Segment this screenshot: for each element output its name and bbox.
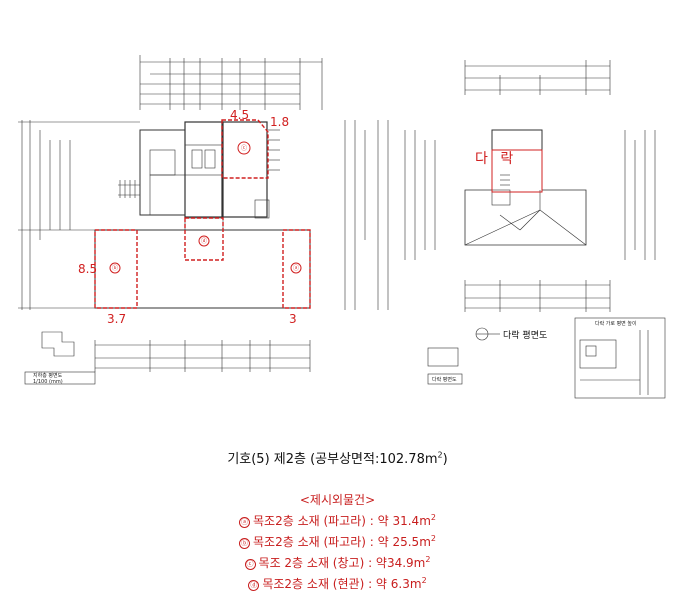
room-label-attic: 다 락 bbox=[475, 151, 518, 167]
caption-sup: 2 bbox=[437, 450, 443, 460]
symbol-b: ⓑ bbox=[239, 538, 250, 549]
legend-right-key: 다락 평면도 bbox=[432, 377, 457, 383]
dim-label-left: 8.5 bbox=[78, 262, 98, 276]
legend-left-scale: 1/100 (mm) bbox=[33, 379, 63, 385]
dim-label-top-1: 4.5 bbox=[230, 108, 250, 122]
floor-caption: 기호(5) 제2층 (공부상면적:102.78m2) bbox=[0, 448, 675, 467]
dim-label-bottom-left: 3.7 bbox=[107, 312, 127, 326]
note-sup: 2 bbox=[421, 576, 427, 585]
notes-heading: <제시외물건> bbox=[299, 493, 376, 507]
legend-right-box: 다락 가로 평면 높이 bbox=[595, 321, 637, 327]
note-sup: 2 bbox=[430, 513, 436, 522]
note-text: 목조2층 소재 (파고라) : 약 31.4m bbox=[253, 514, 431, 528]
caption-title-text: 기호(5) 제2층 (공부상면적:102.78m bbox=[227, 452, 438, 467]
symbol-d: ⓓ bbox=[248, 580, 260, 591]
dim-label-bottom-right: 3 bbox=[289, 312, 297, 326]
svg-text:ⓑ: ⓑ bbox=[112, 264, 118, 272]
note-sup: 2 bbox=[430, 534, 436, 543]
svg-text:ⓓ: ⓓ bbox=[201, 237, 207, 245]
dim-label-top-2: 1.8 bbox=[270, 115, 290, 129]
legend-left: 지하층 평면도 bbox=[33, 373, 63, 379]
note-sup: 2 bbox=[425, 555, 431, 564]
attic-plan-title: 다락 평면도 bbox=[503, 331, 548, 341]
note-text: 목조 2층 소재 (창고) : 약34.9m bbox=[258, 556, 426, 570]
svg-text:ⓐ: ⓐ bbox=[293, 264, 299, 272]
caption-close: ) bbox=[442, 452, 448, 467]
symbol-a: ⓐ bbox=[239, 517, 250, 528]
svg-text:ⓒ: ⓒ bbox=[241, 144, 247, 152]
note-text: 목조2층 소재 (현관) : 약 6.3m bbox=[262, 577, 422, 591]
note-text: 목조2층 소재 (파고라) : 약 25.5m bbox=[253, 535, 431, 549]
symbol-c: ⓒ bbox=[244, 559, 256, 570]
floor-plan-drawing: ⓒ ⓑ ⓓ ⓐ bbox=[18, 55, 666, 399]
